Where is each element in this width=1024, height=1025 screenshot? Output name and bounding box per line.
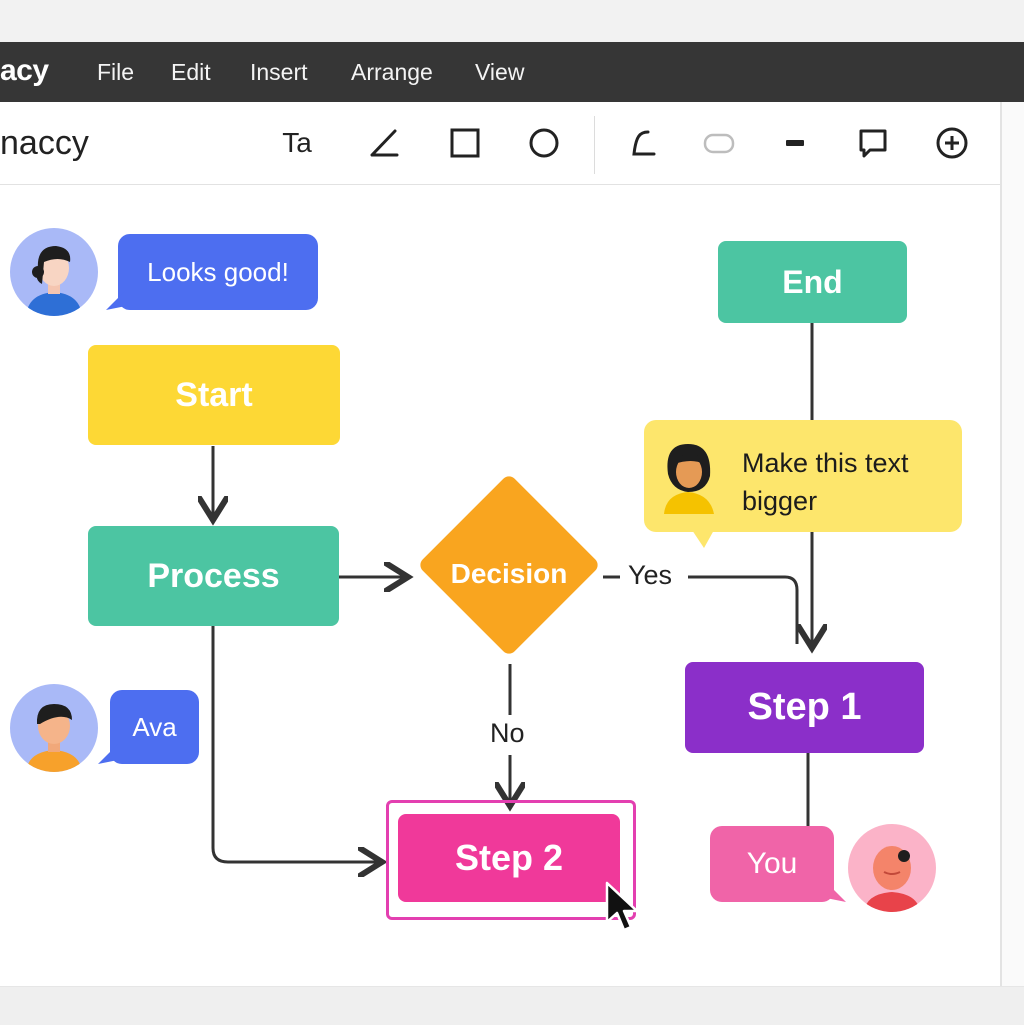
woman-avatar-icon xyxy=(664,444,714,514)
minus-icon xyxy=(786,140,804,146)
menu-arrange[interactable]: Arrange xyxy=(351,59,433,85)
square-icon xyxy=(450,128,480,158)
connectors xyxy=(0,323,1000,986)
comment-note[interactable]: Make this text bigger xyxy=(644,420,962,548)
avatar-commenter-1[interactable] xyxy=(10,228,98,316)
node-process[interactable]: Process xyxy=(88,526,339,626)
comment-note-text: Make this text bigger xyxy=(742,448,909,516)
edge-label-yes: Yes xyxy=(624,560,677,591)
connector-icon xyxy=(632,130,656,156)
node-end-label: End xyxy=(782,263,843,300)
rectangle-tool-button[interactable] xyxy=(444,122,486,164)
avatar-ava[interactable] xyxy=(10,684,98,772)
bubble-tail xyxy=(692,530,714,548)
bubble-tail xyxy=(826,882,846,902)
person-avatar-icon xyxy=(864,846,920,912)
man-avatar-icon xyxy=(26,704,82,772)
comment-bubble-looks-good[interactable]: Looks good! xyxy=(106,234,318,310)
selection-outline xyxy=(386,800,636,920)
node-step-2-label: Step 2 xyxy=(454,837,564,878)
comment-bubble-ava[interactable]: Ava xyxy=(98,690,199,764)
comment-icon xyxy=(859,129,887,158)
node-decision-label: Decision xyxy=(450,558,568,589)
right-panel xyxy=(1000,102,1024,986)
rounded-rect-icon xyxy=(703,133,735,154)
menu-file[interactable]: File xyxy=(97,59,135,85)
node-step-2[interactable]: Step 2 xyxy=(398,814,620,902)
comment-text: Looks good! xyxy=(147,256,289,287)
node-step-1-label: Step 1 xyxy=(747,686,862,728)
menu-view[interactable]: View xyxy=(475,59,525,85)
menu-insert[interactable]: Insert xyxy=(250,59,308,85)
edge-label-no: No xyxy=(486,718,529,749)
text-tool-button[interactable]: Ta xyxy=(276,122,318,164)
edge-decision-step1 xyxy=(603,575,799,644)
toolbar: naccy Ta xyxy=(0,102,1000,185)
comment-bubble-you[interactable]: You xyxy=(710,826,846,902)
menu-bar: acy File Edit Insert Arrange View xyxy=(0,42,1024,102)
node-step-1[interactable]: Step 1 xyxy=(685,662,924,753)
circle-icon xyxy=(529,128,559,158)
node-end[interactable]: End xyxy=(718,241,907,323)
bubble-tail xyxy=(98,744,118,764)
rounded-rect-tool-button[interactable] xyxy=(698,122,740,164)
minus-tool-button[interactable] xyxy=(774,122,816,164)
add-tool-button[interactable] xyxy=(931,122,973,164)
mouse-cursor-icon xyxy=(605,881,639,932)
connector-tool-button[interactable] xyxy=(622,122,664,164)
menu-edit[interactable]: Edit xyxy=(171,59,211,85)
edge-process-step2 xyxy=(211,626,382,862)
bubble-tail xyxy=(106,290,126,310)
line-icon xyxy=(370,129,399,157)
text-icon: Ta xyxy=(282,127,312,158)
node-start-label: Start xyxy=(175,375,253,414)
toolbar-divider xyxy=(594,116,595,174)
status-bar xyxy=(0,986,1024,1025)
node-process-label: Process xyxy=(147,556,280,595)
avatar-you[interactable] xyxy=(848,824,936,912)
woman-avatar-icon xyxy=(26,246,82,316)
comment-author-you: You xyxy=(746,847,798,880)
document-title[interactable]: naccy xyxy=(0,124,89,162)
line-tool-button[interactable] xyxy=(363,122,405,164)
node-start[interactable]: Start xyxy=(88,345,340,445)
comment-author-ava: Ava xyxy=(132,711,177,742)
app-logo: acy xyxy=(0,54,49,87)
ellipse-tool-button[interactable] xyxy=(523,122,565,164)
comment-tool-button[interactable] xyxy=(852,122,894,164)
plus-circle-icon xyxy=(936,127,968,159)
